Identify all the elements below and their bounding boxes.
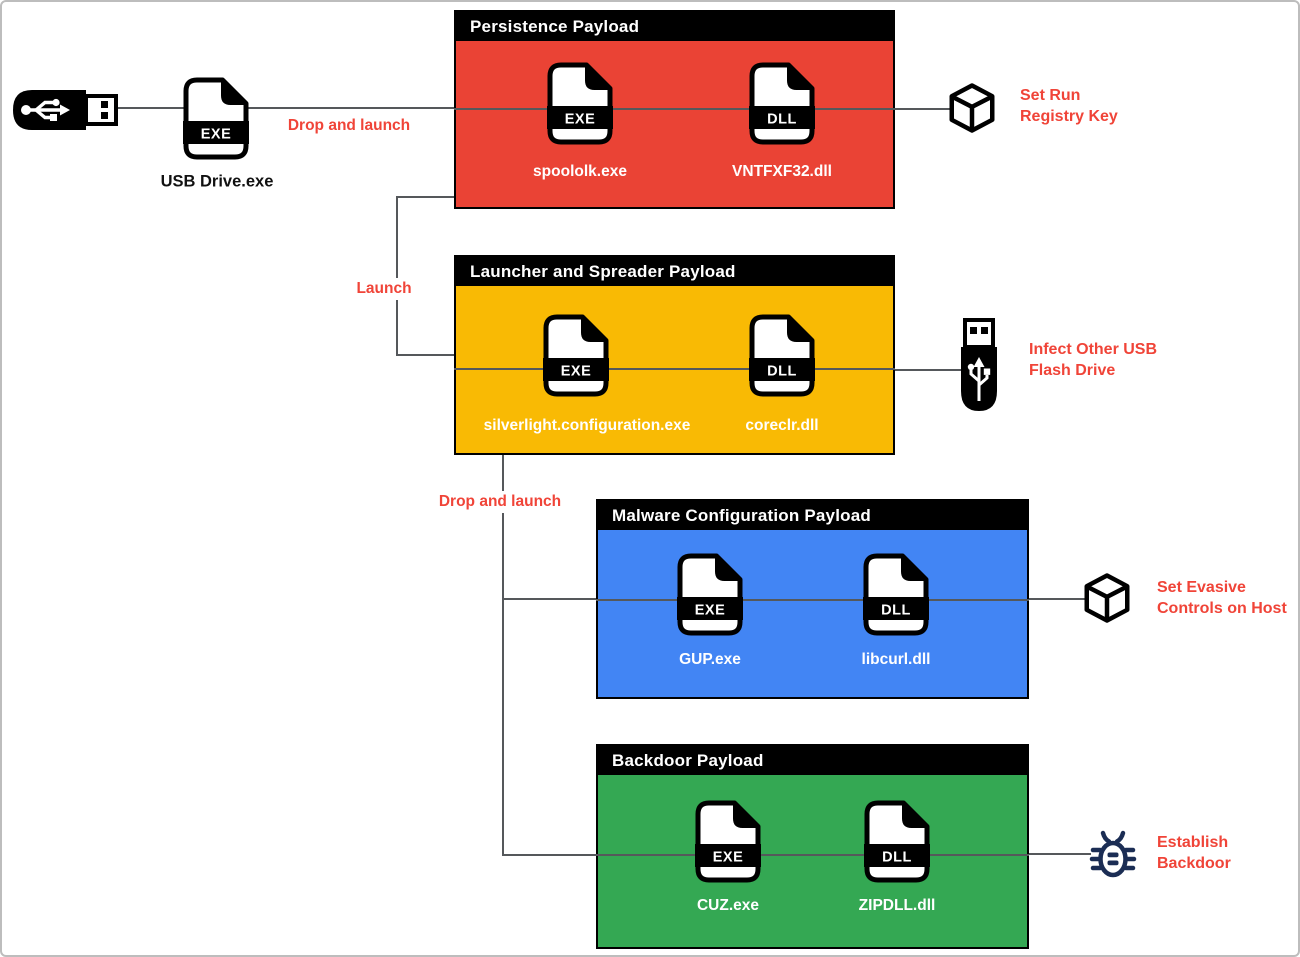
connector-persistence-launch-v <box>396 196 398 356</box>
backdoor-payload-body <box>598 775 1027 947</box>
dll-file-icon: DLL <box>863 553 929 636</box>
connector-file-to-persistence <box>245 107 457 109</box>
payload-title: Malware Configuration Payload <box>612 505 871 525</box>
action-label-establish-backdoor: Establish Backdoor <box>1157 832 1231 874</box>
payload-title: Backdoor Payload <box>612 750 764 770</box>
malware-configuration-payload-box: Malware Configuration Payload <box>596 499 1029 699</box>
action-line: Registry Key <box>1020 108 1118 125</box>
action-label-set-run-registry-key: Set Run Registry Key <box>1020 85 1118 127</box>
exe-file-icon: EXE <box>543 314 609 397</box>
dll-file-icon: DLL <box>749 314 815 397</box>
backdoor-payload-header: Backdoor Payload <box>598 746 1027 775</box>
connector-trunk-to-backdoor <box>502 854 598 856</box>
file-badge: EXE <box>561 364 592 380</box>
cube-icon <box>945 81 999 135</box>
action-line: Controls on Host <box>1157 600 1287 617</box>
file-label: coreclr.dll <box>745 417 819 434</box>
connector-trunk-to-malware <box>502 598 598 600</box>
file-label: VNTFXF32.dll <box>732 163 832 180</box>
edge-label-drop-and-launch-2: Drop and launch <box>433 491 567 513</box>
usb-dropper-file-label: USB Drive.exe <box>160 172 274 191</box>
usb-stick-icon <box>10 87 120 133</box>
file-badge: EXE <box>713 850 744 866</box>
connector-malware-to-cube <box>1027 598 1085 600</box>
connector-backdoor-to-bug <box>1027 853 1091 855</box>
connector-persistence-launch-h1 <box>396 196 456 198</box>
file-badge: DLL <box>767 112 797 128</box>
payload-title: Launcher and Spreader Payload <box>470 261 736 281</box>
action-line: Flash Drive <box>1029 362 1116 379</box>
connector-exe-dll-launcher <box>454 368 895 370</box>
file-badge: DLL <box>881 603 911 619</box>
persistence-payload-header: Persistence Payload <box>456 12 893 41</box>
action-line: Infect Other USB <box>1029 341 1158 358</box>
action-line: Set Run <box>1020 87 1081 104</box>
persistence-payload-body <box>456 41 893 207</box>
connector-launcher-to-flashdrive <box>893 369 963 371</box>
exe-file-icon: EXE <box>695 800 761 883</box>
edge-label-drop-and-launch-1: Drop and launch <box>287 117 411 134</box>
exe-file-icon: EXE <box>547 62 613 145</box>
connector-usb-to-file <box>110 107 187 109</box>
file-label: ZIPDLL.dll <box>858 897 936 914</box>
malware-configuration-payload-header: Malware Configuration Payload <box>598 501 1027 530</box>
payload-title: Persistence Payload <box>470 16 640 36</box>
file-badge: EXE <box>201 127 232 143</box>
bug-icon <box>1088 829 1138 881</box>
file-label: libcurl.dll <box>861 651 931 668</box>
connector-launcher-trunk-v <box>502 455 504 856</box>
connector-exe-dll-persistence <box>454 108 895 110</box>
file-badge: EXE <box>695 603 726 619</box>
malware-configuration-payload-body <box>598 530 1027 697</box>
exe-file-icon: EXE <box>677 553 743 636</box>
action-line: Set Evasive <box>1157 579 1246 596</box>
file-badge: EXE <box>565 112 596 128</box>
file-label: silverlight.configuration.exe <box>483 417 691 434</box>
connector-persistence-to-cube <box>893 108 952 110</box>
file-label: CUZ.exe <box>696 897 760 914</box>
launcher-spreader-payload-header: Launcher and Spreader Payload <box>456 257 893 286</box>
file-badge: DLL <box>767 364 797 380</box>
action-line: Backdoor <box>1157 855 1231 872</box>
connector-exe-dll-malware <box>596 599 1029 601</box>
dll-file-icon: DLL <box>749 62 815 145</box>
connector-exe-dll-backdoor <box>596 854 1029 856</box>
usb-flash-drive-icon <box>957 317 1001 413</box>
file-label: spoololk.exe <box>533 163 627 180</box>
file-label: GUP.exe <box>679 651 741 668</box>
persistence-payload-box: Persistence Payload <box>454 10 895 209</box>
action-label-infect-other-usb: Infect Other USB Flash Drive <box>1029 339 1157 381</box>
action-label-set-evasive-controls: Set Evasive Controls on Host <box>1157 577 1287 619</box>
backdoor-payload-box: Backdoor Payload <box>596 744 1029 949</box>
usb-dropper-exe-file-icon: EXE <box>183 77 249 160</box>
action-line: Establish <box>1157 834 1229 851</box>
dll-file-icon: DLL <box>864 800 930 883</box>
cube-icon <box>1080 571 1134 625</box>
edge-label-launch: Launch <box>351 278 417 300</box>
file-badge: DLL <box>882 850 912 866</box>
connector-persistence-launch-h2 <box>396 354 456 356</box>
